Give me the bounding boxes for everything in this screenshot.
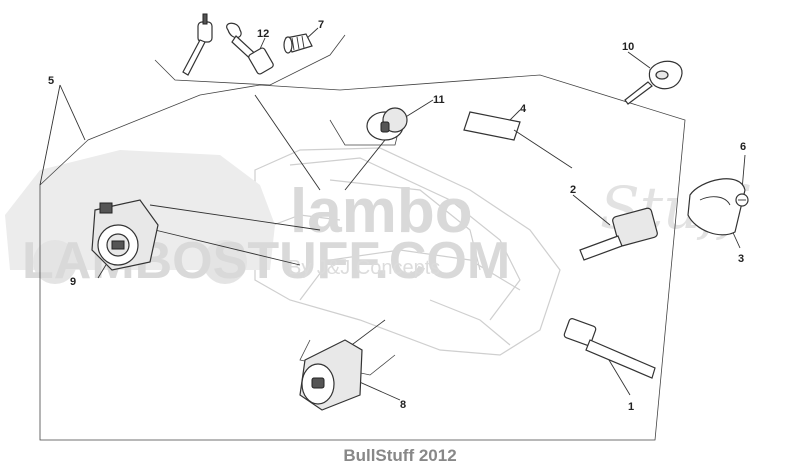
part-9-ignition-switch <box>91 199 159 271</box>
callout-10: 10 <box>622 41 634 53</box>
callout-1: 1 <box>628 401 634 413</box>
watermark-by-line: By J&J Concepts <box>288 257 440 279</box>
car-outline <box>254 147 561 356</box>
callout-3: 3 <box>738 253 744 265</box>
part-4-transponder <box>463 111 573 169</box>
part-8-ignition-lock <box>299 339 363 411</box>
callout-9: 9 <box>70 276 76 288</box>
part-7-lock-cylinder <box>283 33 313 54</box>
part-6-screw <box>735 193 749 207</box>
callout-6: 6 <box>740 141 746 153</box>
callout-7: 7 <box>318 19 324 31</box>
callout-2: 2 <box>570 184 576 196</box>
callout-11: 11 <box>433 94 445 106</box>
part-10-key-fob <box>624 60 683 105</box>
part-11-door-lock-barrel <box>366 107 408 141</box>
part-3-key-cover <box>687 178 746 236</box>
callout-12: 12 <box>257 28 269 40</box>
part-2-key <box>579 207 658 261</box>
callout-4: 4 <box>520 103 527 115</box>
footer-caption: BullStuff 2012 <box>343 446 457 465</box>
callout-8: 8 <box>400 399 406 411</box>
callout-5: 5 <box>48 75 54 87</box>
part-12-key-pair <box>182 13 274 76</box>
watermark-brand-logo: lambo <box>290 177 473 246</box>
part-1-blade-key <box>563 318 656 379</box>
